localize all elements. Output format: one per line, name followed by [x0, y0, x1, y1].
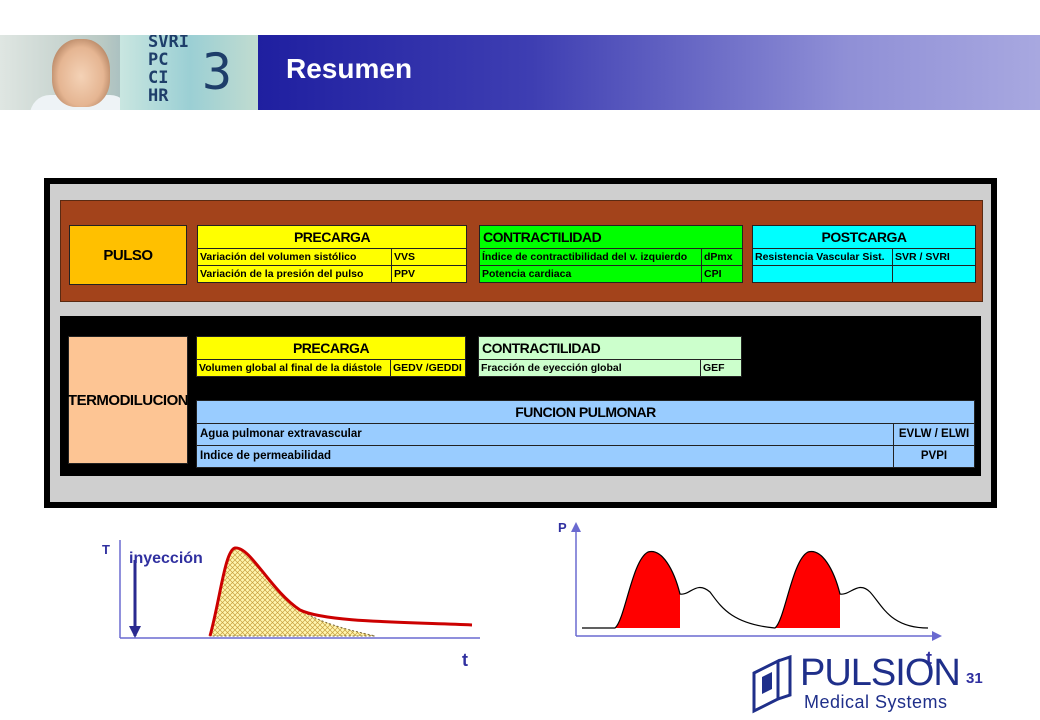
doctor-face	[52, 39, 110, 107]
table-row: Agua pulmonar extravascular EVLW / ELWI	[196, 424, 975, 446]
table-cell: Agua pulmonar extravascular	[197, 424, 894, 445]
pulsion-logo-text: PULSION	[800, 652, 961, 694]
pulsion-logo-subtitle: Medical Systems	[804, 692, 948, 712]
termo-contractilidad-title: CONTRACTILIDAD	[478, 336, 742, 360]
header-photo: SVRI PC CI HR 3	[0, 35, 258, 110]
thermo-x-label: t	[462, 650, 468, 670]
y-axis-arrowhead	[571, 522, 581, 532]
table-cell: Índice de contractibilidad del v. izquie…	[480, 249, 702, 265]
table-cell: Variación de la presión del pulso	[198, 266, 392, 282]
table-cell: PPV	[394, 268, 416, 280]
table-cell: GEDV /GEDDI	[393, 362, 462, 374]
page-title: Resumen	[286, 53, 413, 84]
temperature-curve	[208, 546, 473, 637]
injection-label: inyección	[129, 550, 203, 567]
table-row: Potencia cardiaca CPI	[479, 266, 743, 283]
table-cell	[893, 266, 975, 282]
table-cell: VVS	[394, 251, 416, 263]
table-cell: SVR / SVRI	[895, 251, 950, 263]
table-row: Variación del volumen sistólico VVS	[197, 249, 467, 266]
injection-arrowhead	[129, 626, 141, 638]
pulso-label: PULSO	[69, 225, 187, 285]
table-row: Resistencia Vascular Sist. SVR / SVRI	[752, 249, 976, 266]
table-row: Indice de permeabilidad PVPI	[196, 446, 975, 468]
table-row: Índice de contractibilidad del v. izquie…	[479, 249, 743, 266]
summary-table: PULSO PRECARGA Variación del volumen sis…	[44, 178, 997, 508]
pulso-postcarga-group: POSTCARGA Resistencia Vascular Sist. SVR…	[752, 225, 976, 283]
table-cell: dPmx	[704, 251, 733, 263]
x-axis-arrowhead	[932, 631, 942, 641]
monitor-digit: 3	[202, 43, 233, 101]
table-row: Fracción de eyección global GEF	[478, 360, 742, 377]
table-cell: Fracción de eyección global	[479, 360, 701, 376]
funcion-pulmonar-title: FUNCION PULMONAR	[196, 400, 975, 424]
termodilucion-label: TERMODILUCION	[68, 336, 189, 464]
table-cell: Variación del volumen sistólico	[198, 249, 392, 265]
termodilucion-panel: TERMODILUCION PRECARGA Volumen global al…	[60, 316, 981, 476]
monitor-readout: SVRI PC CI HR	[148, 35, 189, 106]
thermo-y-label: T	[102, 542, 110, 557]
table-cell: EVLW / ELWI	[898, 428, 970, 440]
table-cell: Resistencia Vascular Sist.	[753, 249, 893, 265]
table-row: Volumen global al final de la diástole G…	[196, 360, 466, 377]
table-row	[752, 266, 976, 283]
pulso-precarga-title: PRECARGA	[197, 225, 467, 249]
table-cell: Potencia cardiaca	[480, 266, 702, 282]
header-bar: Resumen	[258, 35, 1040, 110]
pulso-panel: PULSO PRECARGA Variación del volumen sis…	[60, 200, 983, 302]
termo-precarga-group: PRECARGA Volumen global al final de la d…	[196, 336, 466, 377]
systolic-area-2	[768, 551, 840, 628]
systolic-area-1	[610, 551, 680, 628]
table-cell: PVPI	[920, 450, 948, 462]
pressure-x-label: t	[926, 648, 932, 668]
pressure-curve	[571, 522, 942, 641]
summary-table-inner: PULSO PRECARGA Variación del volumen sis…	[50, 184, 991, 502]
table-cell	[753, 266, 893, 282]
thermodilution-curve	[119, 540, 480, 639]
page-number: 31	[966, 670, 983, 687]
pulso-contractilidad-title: CONTRACTILIDAD	[479, 225, 743, 249]
curve-area	[209, 547, 376, 637]
pulsion-logo-icon	[752, 655, 792, 714]
pressure-y-label: P	[558, 520, 567, 535]
monitor-display: SVRI PC CI HR 3	[120, 35, 258, 110]
funcion-pulmonar-group: FUNCION PULMONAR Agua pulmonar extravasc…	[196, 400, 975, 468]
table-row: Variación de la presión del pulso PPV	[197, 266, 467, 283]
termo-contractilidad-group: CONTRACTILIDAD Fracción de eyección glob…	[478, 336, 742, 377]
pulso-contractilidad-group: CONTRACTILIDAD Índice de contractibilida…	[479, 225, 743, 283]
table-cell: GEF	[703, 362, 725, 374]
termo-precarga-title: PRECARGA	[196, 336, 466, 360]
table-cell: Volumen global al final de la diástole	[197, 360, 391, 376]
pulso-precarga-group: PRECARGA Variación del volumen sistólico…	[197, 225, 467, 283]
pressure-waveform	[582, 550, 929, 629]
table-cell: Indice de permeabilidad	[197, 446, 894, 467]
pulso-postcarga-title: POSTCARGA	[752, 225, 976, 249]
table-cell: CPI	[704, 268, 722, 280]
